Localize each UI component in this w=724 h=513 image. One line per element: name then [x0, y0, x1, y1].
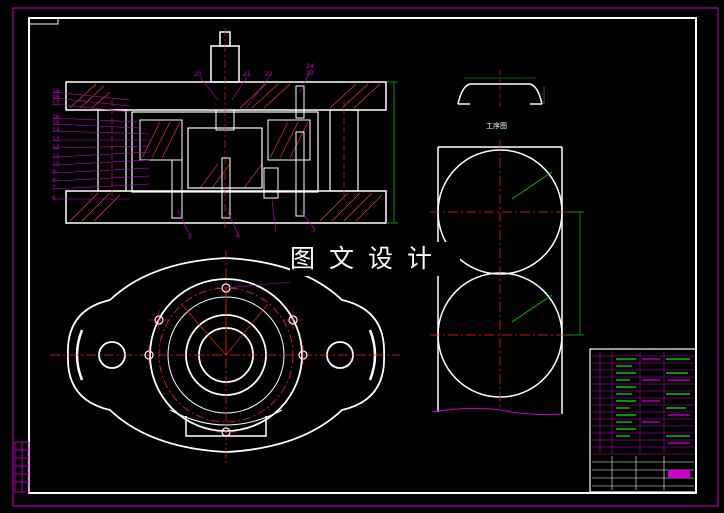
- top-left-tab: [29, 17, 59, 25]
- plan-view: [50, 250, 400, 466]
- callout-20: 20: [194, 71, 202, 78]
- callout-7: 7: [52, 185, 56, 192]
- callout-9: 9: [52, 169, 56, 176]
- sheet-border: [12, 7, 719, 507]
- callout-12: 12: [52, 144, 60, 151]
- callout-11: 11: [52, 153, 60, 160]
- callout-17: 17: [52, 100, 60, 107]
- callout-22: 22: [265, 71, 273, 78]
- watermark: 图文设计: [290, 242, 460, 276]
- callout-10: 10: [52, 161, 60, 168]
- callout-15: 15: [52, 120, 60, 127]
- callout-16: 16: [52, 114, 60, 121]
- callout-4: 4: [236, 233, 240, 240]
- callout-5: 5: [188, 233, 192, 240]
- strip-layout: [430, 140, 584, 415]
- callout-24: 24: [306, 63, 314, 70]
- callout-13: 13: [52, 136, 60, 143]
- drawing-frame: [28, 17, 697, 494]
- callout-6: 6: [52, 195, 56, 202]
- title-block: [589, 348, 697, 493]
- process-label: 工序图: [486, 121, 507, 130]
- callout-19: 19: [52, 88, 60, 95]
- process-sketch: [457, 70, 545, 110]
- callout-23: 23: [306, 70, 314, 77]
- assembly-callouts: 19 18 17 16 15 14 13 12 11 10 9 8 7 6 20…: [52, 63, 316, 240]
- side-margin-table: [14, 441, 30, 493]
- callout-8: 8: [52, 177, 56, 184]
- callout-18: 18: [52, 94, 60, 101]
- callout-21: 21: [243, 71, 251, 78]
- callout-14: 14: [52, 127, 60, 134]
- callout-3: 3: [312, 227, 316, 234]
- assembly-section-view: [53, 28, 398, 235]
